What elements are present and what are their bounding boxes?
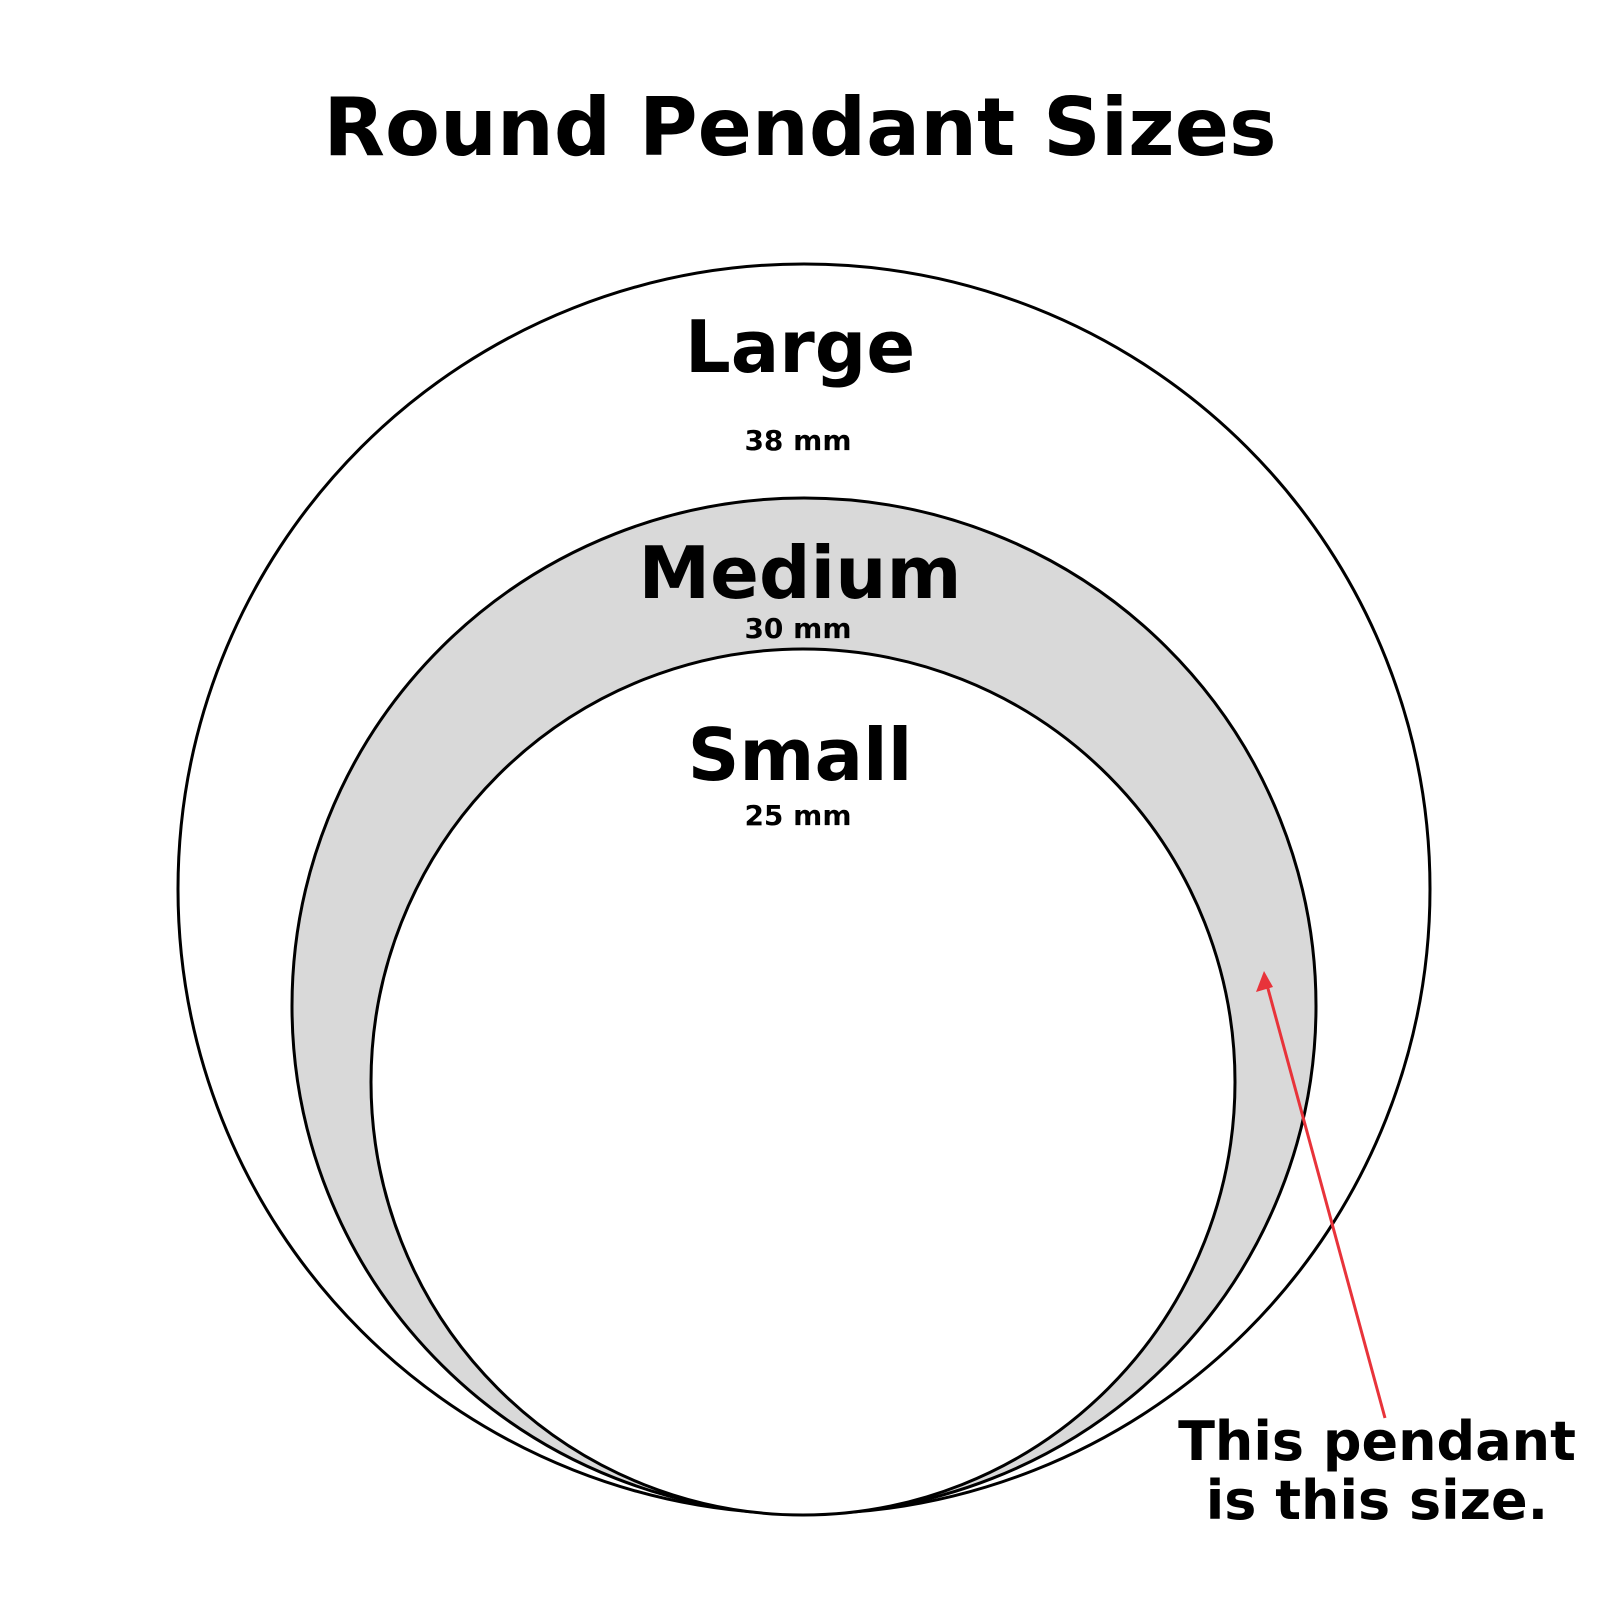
small-pendant-circle [369, 647, 1237, 1517]
note-line-1: This pendant [1178, 1410, 1576, 1473]
pointer-arrow-shaft [1265, 984, 1387, 1419]
small-size-label: Small [688, 713, 913, 797]
medium-diameter-label: 30 mm [744, 612, 851, 645]
medium-size-label: Medium [639, 531, 962, 615]
large-size-label: Large [685, 305, 915, 389]
pointer-arrow-head [1256, 971, 1273, 992]
note-line-2: is this size. [1206, 1469, 1548, 1532]
pointer-arrow [1256, 971, 1387, 1419]
small-diameter-label: 25 mm [744, 799, 851, 832]
page-title: Round Pendant Sizes [323, 81, 1276, 174]
large-diameter-label: 38 mm [744, 424, 851, 457]
